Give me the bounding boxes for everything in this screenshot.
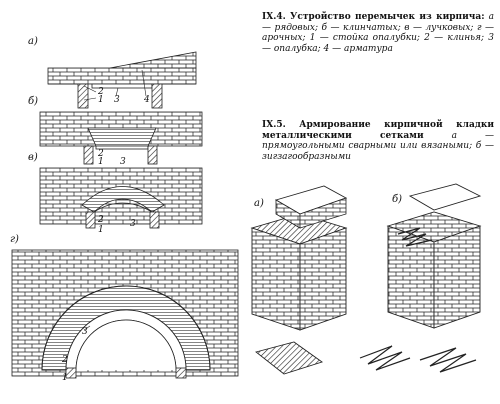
- caption-body: а — рядовых; б — клинчатых; в — лучковых…: [262, 12, 494, 54]
- fig5-label-b: б): [392, 194, 402, 205]
- callout-2: 2: [97, 87, 104, 97]
- fig-label-a: а): [28, 36, 38, 47]
- lintel-segmental-drawing: в) 2 1 3: [28, 152, 203, 235]
- callout-2: 2: [97, 215, 104, 225]
- callout-3: 3: [82, 327, 88, 337]
- lintel-arch-drawing: г) 3 2 1: [10, 234, 239, 383]
- callout-1: 1: [62, 373, 68, 383]
- caption-fig-ix5: IX.5. Армирование кирпичной кладки метал…: [262, 120, 494, 162]
- callout-1: 1: [98, 95, 104, 105]
- pillar-mesh-rectangular-drawing: а): [250, 185, 348, 375]
- callout-1: 1: [98, 157, 104, 167]
- fig-label-b: б): [28, 96, 38, 107]
- caption-fig-ix4: IX.4. Устройство перемычек из кирпича: а…: [262, 12, 494, 54]
- fig-label-g: г): [10, 234, 19, 245]
- caption-title: IX.5. Армирование кирпичной кладки метал…: [262, 120, 494, 141]
- callout-2: 2: [97, 149, 104, 159]
- fig5-label-a: а): [254, 198, 264, 209]
- callout-4: 4: [143, 95, 150, 105]
- callout-2: 2: [61, 355, 68, 365]
- lintel-ordinary-drawing: а) 2 1 3 4: [28, 36, 197, 109]
- lintel-wedge-drawing: б) 2 1 3: [28, 96, 203, 167]
- caption-title: IX.4. Устройство перемычек из кирпича:: [262, 12, 485, 22]
- callout-3: 3: [120, 157, 126, 167]
- pillar-mesh-zigzag-drawing: б): [359, 183, 482, 373]
- fig-label-v: в): [28, 152, 38, 163]
- callout-1: 1: [98, 225, 104, 235]
- caption-body: а — прямоугольными сварными или вязаными…: [262, 130, 494, 162]
- callout-3: 3: [114, 95, 120, 105]
- callout-3: 3: [130, 219, 136, 229]
